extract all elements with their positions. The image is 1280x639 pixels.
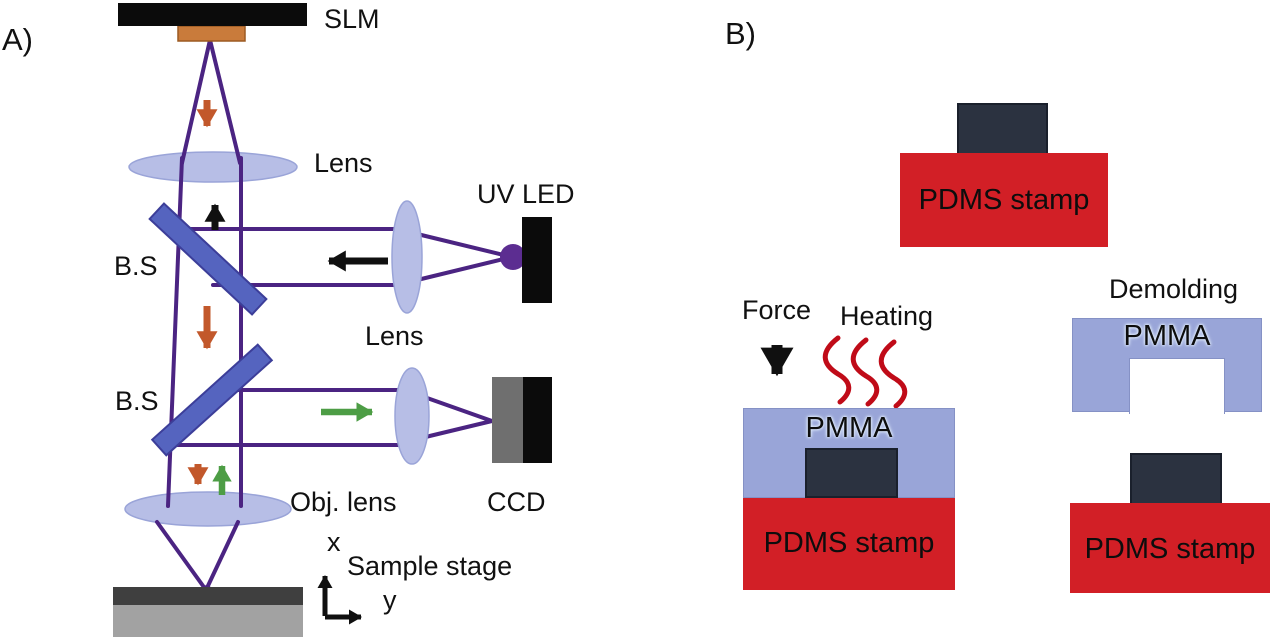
force-label: Force: [742, 295, 812, 325]
sample-stage-base: [113, 605, 303, 637]
axis-y-label: y: [383, 585, 397, 615]
stamp-feature-demold: [1130, 453, 1222, 505]
objective-lens: [124, 491, 292, 527]
pdms-stamp-imprint-label: PDMS stamp: [763, 527, 935, 559]
heat-wave-1-icon: [822, 335, 852, 405]
slm-label: SLM: [324, 4, 380, 34]
ccd-body: [523, 377, 552, 463]
beam-focus-left: [155, 520, 208, 592]
pdms-stamp-top-label: PDMS stamp: [918, 184, 1090, 216]
beam-slm-right: [208, 38, 242, 165]
axis-x-label: x: [327, 527, 341, 557]
slm-mount: [177, 25, 246, 42]
pdms-stamp-imprint: [743, 498, 955, 590]
objective-lens-label: Obj. lens: [290, 487, 397, 517]
ccd-sensor: [492, 377, 523, 463]
pmma-demolded: [1072, 318, 1262, 414]
sample: [113, 587, 303, 605]
lens-top-label: Lens: [314, 148, 373, 178]
beam-focus-right: [204, 520, 240, 592]
beamsplitter-1-label: B.S: [114, 251, 158, 281]
pmma-imprinted-cavity: [1129, 358, 1225, 414]
pdms-stamp-demold: [1070, 503, 1270, 593]
heat-wave-2-icon: [850, 337, 880, 407]
beamsplitter-1: [148, 202, 268, 316]
beam-uv-converge-upper: [407, 230, 514, 259]
panel-a-label: A): [2, 22, 33, 57]
lens-ccd: [394, 367, 430, 465]
sample-stage-label: Sample stage: [347, 551, 513, 581]
uv-led-emitter: [500, 244, 526, 270]
pmma-demolded-label: PMMA: [1123, 320, 1211, 352]
pmma-label: PMMA: [805, 412, 893, 444]
panel-b-label: B): [725, 16, 756, 51]
lens-uv: [391, 200, 423, 314]
heat-wave-3-icon: [878, 339, 908, 409]
beam-uv-converge-lower: [407, 255, 514, 284]
pdms-stamp-demold-label: PDMS stamp: [1084, 533, 1256, 565]
uv-led-label: UV LED: [477, 179, 575, 209]
stamp-feature-imprint: [805, 448, 898, 498]
beam-slm-left: [180, 38, 212, 165]
lens-top: [128, 151, 298, 183]
pdms-stamp-top: [900, 153, 1108, 247]
beamsplitter-2-label: B.S: [115, 386, 159, 416]
demolding-label: Demolding: [1109, 274, 1239, 304]
heating-waves-icon: [822, 335, 908, 409]
slm-body: [118, 3, 307, 26]
beamsplitter-2: [150, 343, 274, 457]
stamp-feature-top: [957, 103, 1048, 155]
ccd-label: CCD: [487, 487, 546, 517]
lens-uv-label: Lens: [365, 321, 424, 351]
uv-led-body: [522, 217, 552, 303]
heating-label: Heating: [840, 301, 934, 331]
stage-axes-icon: [317, 575, 362, 625]
